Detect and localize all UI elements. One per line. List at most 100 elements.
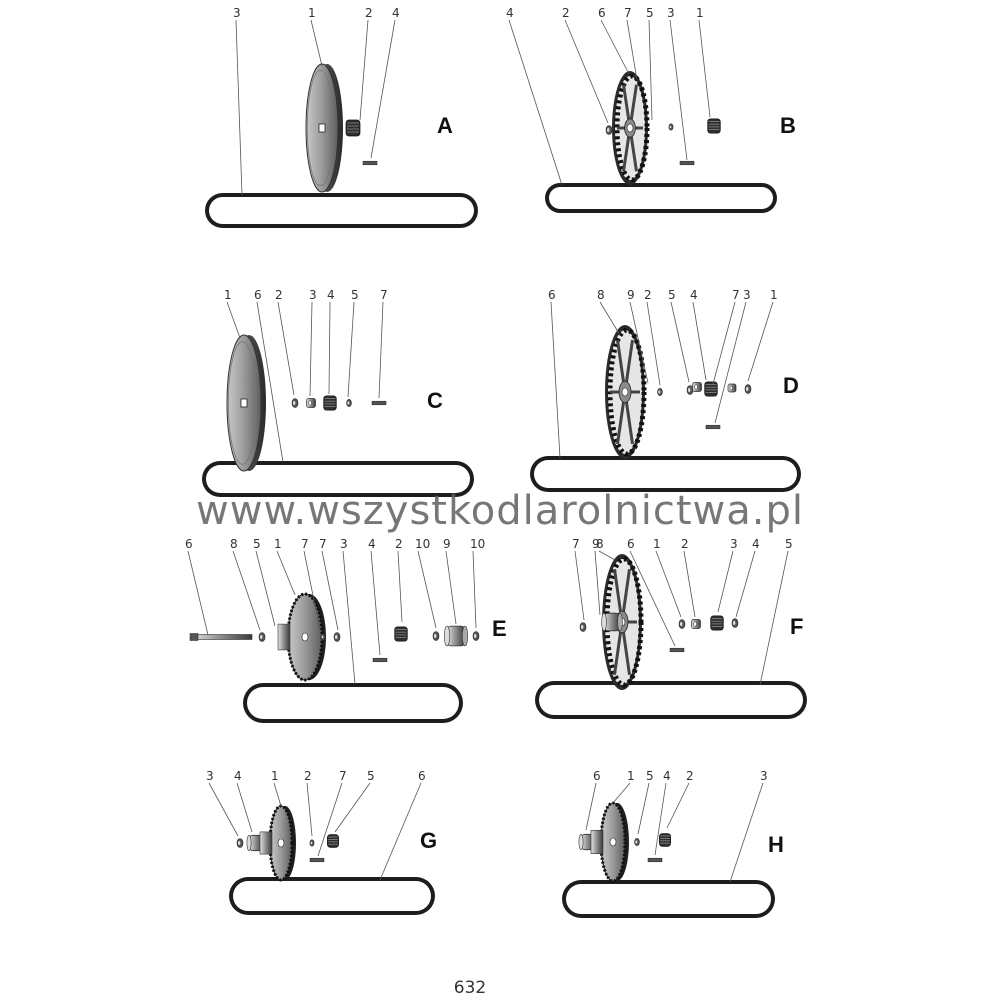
part-number-label: 8 xyxy=(597,288,605,302)
leader-line xyxy=(255,550,276,627)
leader-line xyxy=(232,550,261,631)
part-number-label: 4 xyxy=(690,288,698,302)
part-number-label: 2 xyxy=(681,537,689,551)
key xyxy=(371,400,387,406)
belt xyxy=(202,461,474,497)
leader-line xyxy=(370,19,396,159)
belt xyxy=(243,683,463,723)
part-number-label: 1 xyxy=(770,288,778,302)
leader-line xyxy=(276,550,296,596)
leader-line xyxy=(310,19,323,67)
leader-line xyxy=(342,550,356,685)
panel-letter: H xyxy=(768,832,784,857)
part-number-label: 2 xyxy=(304,769,312,783)
bearing xyxy=(710,615,724,631)
washer xyxy=(320,633,326,641)
leader-line xyxy=(646,301,661,386)
part-number-label: 5 xyxy=(646,769,654,783)
leader-line xyxy=(359,19,369,121)
bearing xyxy=(659,833,671,847)
leader-line xyxy=(585,782,597,831)
bushing xyxy=(443,625,468,647)
leader-line xyxy=(187,550,209,636)
part-number-label: 5 xyxy=(668,288,676,302)
part-number-label: 7 xyxy=(339,769,347,783)
plain-pulley-disc xyxy=(305,63,343,193)
washer xyxy=(657,388,663,396)
part-number-label: 3 xyxy=(309,288,317,302)
part-number-label: 3 xyxy=(233,6,241,20)
part-number-label: 1 xyxy=(696,6,704,20)
part-number-label: 6 xyxy=(548,288,556,302)
washer xyxy=(668,123,674,131)
key xyxy=(679,160,695,166)
part-number-label: 4 xyxy=(752,537,760,551)
leader-line xyxy=(277,301,295,396)
bearing xyxy=(345,119,361,137)
part-number-label: 3 xyxy=(760,769,768,783)
leader-line xyxy=(747,301,774,382)
part-number-label: 10 xyxy=(470,537,485,551)
nut xyxy=(306,398,316,408)
plain-pulley-disc xyxy=(226,334,266,472)
part-number-label: 5 xyxy=(367,769,375,783)
leader-line xyxy=(629,301,649,384)
bearing xyxy=(327,834,339,848)
leader-line xyxy=(273,782,282,807)
washer xyxy=(678,619,686,629)
leader-line xyxy=(729,782,764,883)
leader-line xyxy=(574,550,585,621)
belt xyxy=(205,193,478,228)
nut xyxy=(692,382,702,392)
part-number-label: 2 xyxy=(686,769,694,783)
washer xyxy=(309,839,315,847)
leader-line xyxy=(683,550,696,618)
part-number-label: 6 xyxy=(418,769,426,783)
bearing xyxy=(704,381,718,397)
key xyxy=(669,647,685,653)
leader-line xyxy=(600,19,630,75)
bearing xyxy=(323,395,337,411)
leader-line xyxy=(648,19,653,121)
part-number-label: 2 xyxy=(365,6,373,20)
leader-line xyxy=(670,301,690,383)
spoked-pulley-wheel xyxy=(612,71,650,185)
leader-line xyxy=(629,550,676,647)
washer xyxy=(346,399,352,407)
leader-line xyxy=(417,550,437,629)
part-number-label: 1 xyxy=(271,769,279,783)
leader-line xyxy=(508,19,563,186)
shaft xyxy=(189,633,253,641)
washer xyxy=(432,631,440,641)
leader-line xyxy=(612,782,631,804)
part-number-label: 2 xyxy=(395,537,403,551)
part-number-label: 6 xyxy=(598,6,606,20)
leader-line xyxy=(598,550,616,561)
toothed-pulley xyxy=(277,592,326,682)
part-number-label: 4 xyxy=(506,6,514,20)
leader-line xyxy=(714,301,747,424)
leader-line xyxy=(654,782,667,856)
part-number-label: 10 xyxy=(415,537,430,551)
nut xyxy=(727,383,737,393)
leader-line xyxy=(717,550,734,613)
leader-line xyxy=(235,19,243,196)
leader-line xyxy=(655,550,682,618)
leader-line xyxy=(378,301,384,399)
leader-line xyxy=(226,301,241,339)
part-number-label: 8 xyxy=(596,537,604,551)
part-number-label: 7 xyxy=(732,288,740,302)
part-number-label: 7 xyxy=(572,537,580,551)
bushing xyxy=(601,612,623,632)
leader-line xyxy=(698,19,711,118)
key xyxy=(309,857,325,863)
bearing xyxy=(394,626,408,642)
part-number-label: 4 xyxy=(368,537,376,551)
part-number-label: 9 xyxy=(627,288,635,302)
